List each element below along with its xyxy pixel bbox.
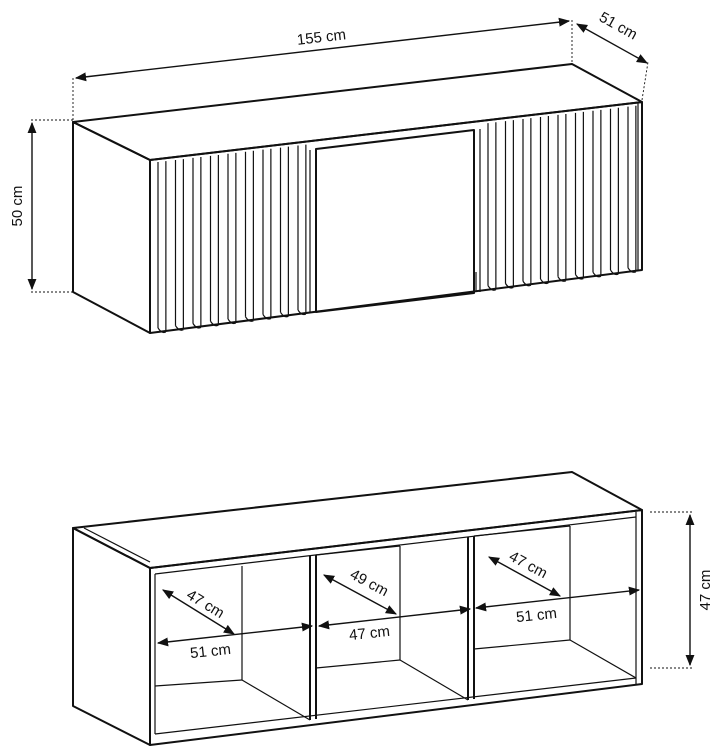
depth-dimension-line (576, 23, 648, 64)
right-lamella-slat-cap (539, 278, 549, 285)
right-lamella-slat-cap (522, 280, 532, 287)
left-lamella-slat-cap (262, 314, 272, 320)
height-label: 50 cm (9, 186, 26, 227)
open-cabinet (72, 471, 643, 746)
left-lamella-slat-cap (297, 309, 307, 316)
compartment-2-width-label: 47 cm (348, 623, 390, 644)
compartment-2-depth-label: 49 cm (347, 566, 391, 600)
inner-height-label: 47 cm (697, 570, 714, 611)
width-dimension-line (74, 17, 571, 82)
right-lamella-slat-cap (557, 276, 567, 282)
left-lamella-slat-cap (157, 327, 167, 334)
left-lamella-slat-cap (244, 316, 254, 322)
compartment-3 (473, 525, 637, 679)
right-lamella-slat-cap (504, 283, 514, 289)
compartment-2-width-line (317, 605, 472, 630)
lamella-panel-right (487, 105, 637, 291)
width-label: 155 cm (296, 26, 347, 49)
closed-cabinet (72, 63, 643, 334)
right-lamella-slat-cap (627, 267, 637, 273)
lamella-panel-left (157, 144, 307, 334)
compartment-3-depth-label: 47 cm (506, 548, 550, 582)
closed-cabinet-front (149, 101, 643, 334)
right-lamella-slat-cap (592, 271, 602, 278)
open-cabinet-front (149, 509, 643, 746)
compartment-3-width-label: 51 cm (515, 605, 557, 626)
compartment-1-width-line (156, 622, 314, 647)
right-lamella-slat-cap (487, 285, 497, 291)
center-door (315, 129, 475, 313)
right-lamella-slat-cap (609, 269, 619, 276)
left-lamella-slat-cap (174, 325, 184, 331)
left-lamella-slat-cap (192, 323, 202, 329)
closed-dimensions: 155 cm 51 cm 50 cm (9, 9, 649, 293)
left-lamella-slat-cap (209, 320, 219, 327)
compartment-1 (154, 566, 311, 734)
compartment-3-width-line (474, 586, 641, 612)
left-lamella-slat-cap (227, 318, 237, 325)
left-lamella-slat-cap (279, 311, 289, 318)
open-cabinet-left-side (72, 527, 151, 746)
closed-cabinet-left-side (72, 121, 151, 334)
compartment-1-width-label: 51 cm (189, 641, 231, 662)
right-lamella-slat-cap (574, 274, 584, 280)
compartment-2 (315, 545, 469, 701)
